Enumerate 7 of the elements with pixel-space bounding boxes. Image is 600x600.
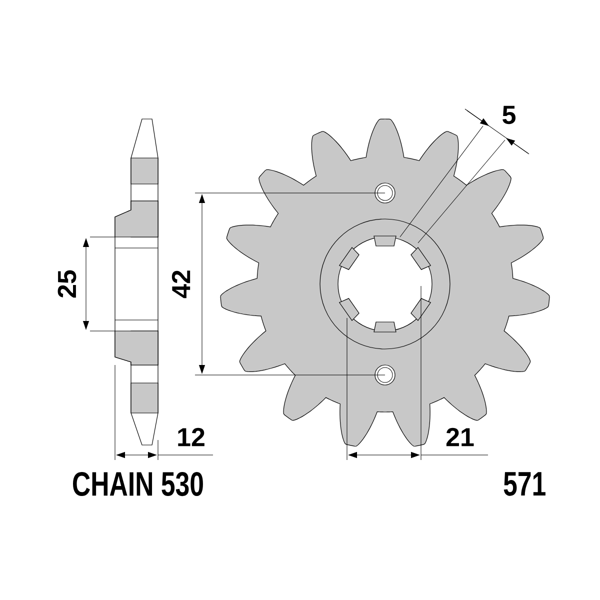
part-number: 571 <box>504 472 546 496</box>
dimension-label: 42 <box>172 270 190 298</box>
dimension-label: 5 <box>502 106 516 124</box>
dimension-label: 25 <box>58 270 76 298</box>
chain-size-label: CHAIN 530 <box>73 472 203 496</box>
dimension-label: 21 <box>446 428 474 446</box>
dimension-label: 12 <box>178 428 204 446</box>
